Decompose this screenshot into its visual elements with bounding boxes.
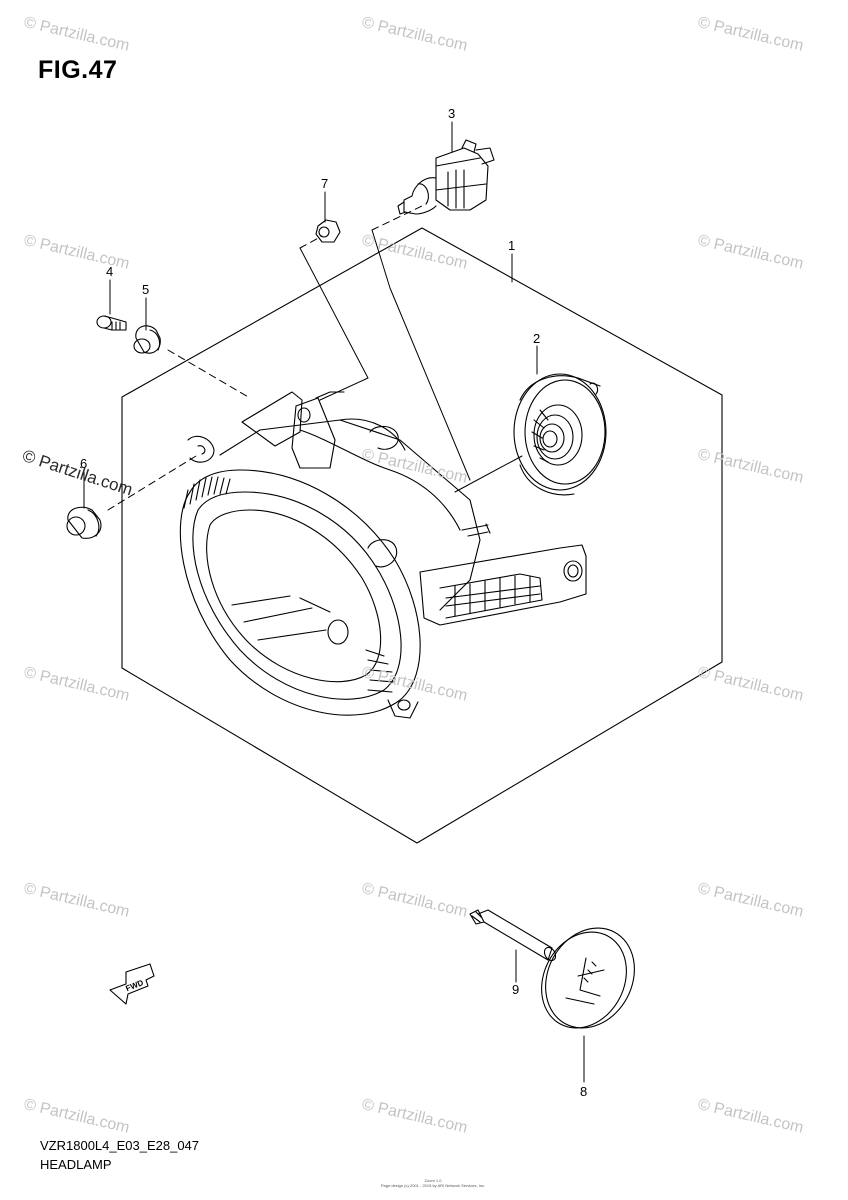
callout-9: 9: [512, 982, 519, 997]
figure-title: FIG.47: [38, 56, 118, 84]
callout-7: 7: [321, 176, 328, 191]
callout-2: 2: [533, 331, 540, 346]
reflector-part-8: [541, 927, 635, 1029]
grommet-part-5: [133, 325, 161, 354]
footer-copyright: Page design (c) 2001 - 2019 by ARI Netwo…: [380, 1183, 486, 1188]
rubber-cap-part-2: [513, 373, 607, 496]
leader-lines: [83, 121, 585, 1083]
footer-credit: Zoom 1.0 Page design (c) 2001 - 2019 by …: [368, 1178, 498, 1188]
nut-part-7: [315, 219, 341, 243]
callout-8: 8: [580, 1084, 587, 1099]
bulb-part-3: [397, 139, 495, 215]
callout-4: 4: [106, 264, 113, 279]
screw-part-4: [96, 315, 127, 331]
assembly-outline: [121, 227, 723, 844]
callout-6: 6: [80, 456, 87, 471]
shaft-part-9: [469, 909, 557, 962]
diagram-code: VZR1800L4_E03_E28_047: [40, 1138, 200, 1153]
footer-zoom: Zoom 1.0: [424, 1178, 442, 1183]
headlamp-housing: [179, 391, 587, 719]
callout-3: 3: [448, 106, 455, 121]
callout-1: 1: [508, 238, 515, 253]
grommet-part-6: [66, 506, 102, 539]
diagram-name: HEADLAMP: [40, 1157, 112, 1172]
fwd-arrow: FWD: [109, 963, 155, 1005]
callout-5: 5: [142, 282, 149, 297]
